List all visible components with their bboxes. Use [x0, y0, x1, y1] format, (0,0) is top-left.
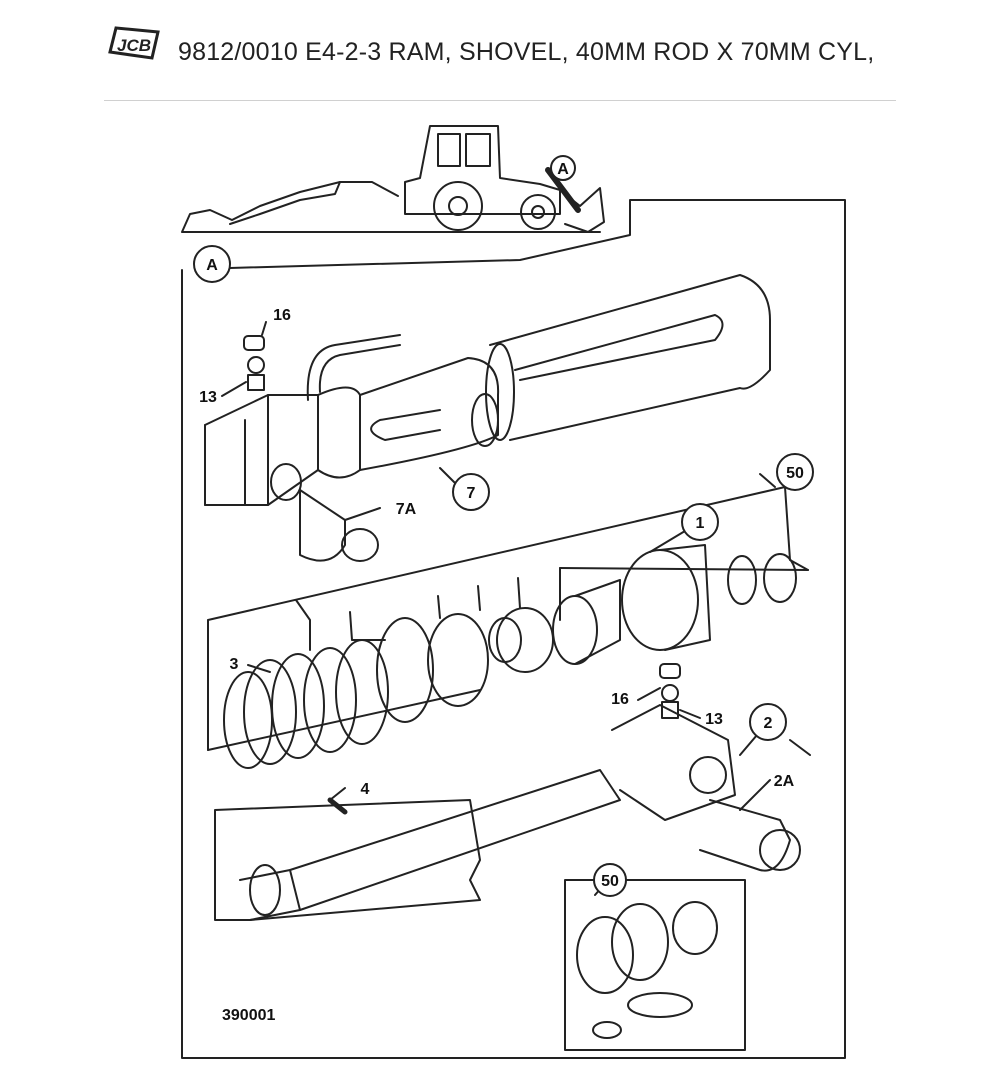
header-divider	[104, 100, 896, 101]
callout-7a: 7A	[396, 501, 417, 518]
grease-nipple-upper	[243, 335, 265, 391]
callout-50-upper: 50	[786, 465, 804, 482]
drawing-number: 390001	[222, 1007, 275, 1024]
piston	[488, 544, 797, 673]
piston-rod	[214, 704, 801, 921]
gland-assembly	[223, 613, 489, 815]
callout-3: 3	[230, 656, 239, 673]
callout-2a: 2A	[774, 773, 795, 790]
callout-16-upper: 16	[273, 307, 291, 324]
callout-13-lower: 13	[705, 711, 723, 728]
grease-nipple-lower	[659, 663, 681, 719]
callout-4: 4	[361, 781, 370, 798]
logo-text: JCB	[117, 36, 151, 55]
callout-7: 7	[467, 485, 476, 502]
view-label: A	[206, 257, 218, 274]
callout-16-lower: 16	[611, 691, 629, 708]
vehicle-sketch	[181, 125, 605, 233]
callout-2: 2	[764, 715, 773, 732]
seal-kit-inset	[564, 879, 746, 1051]
diagram-frame	[181, 199, 846, 1059]
callout-13-upper: 13	[199, 389, 217, 406]
cylinder-tube	[204, 274, 771, 562]
page-title: 9812/0010 E4-2-3 RAM, SHOVEL, 40MM ROD X…	[178, 38, 875, 66]
jcb-logo: JCB	[108, 26, 160, 60]
callout-1: 1	[696, 515, 705, 532]
leader-lines	[221, 321, 811, 896]
vehicle-view-label: A	[557, 161, 569, 178]
callout-50-lower: 50	[601, 873, 619, 890]
